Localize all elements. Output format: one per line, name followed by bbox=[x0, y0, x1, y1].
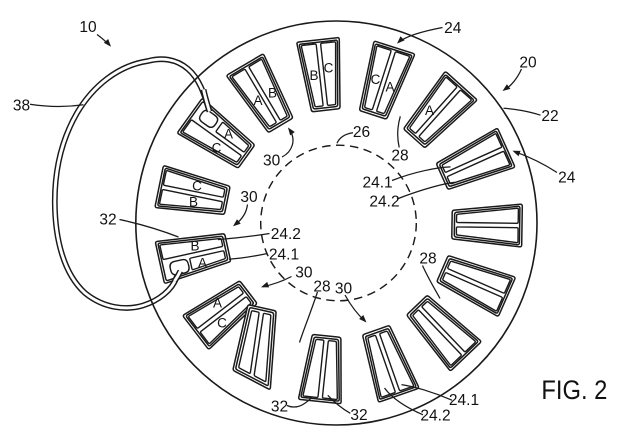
svg-text:38: 38 bbox=[13, 98, 30, 115]
svg-text:32: 32 bbox=[350, 407, 367, 424]
svg-text:C: C bbox=[192, 179, 202, 194]
svg-text:30: 30 bbox=[263, 153, 281, 170]
svg-text:20: 20 bbox=[519, 54, 537, 71]
svg-text:24.2: 24.2 bbox=[420, 407, 450, 424]
svg-text:C: C bbox=[371, 72, 381, 87]
svg-text:A: A bbox=[253, 93, 262, 108]
svg-text:C: C bbox=[212, 141, 222, 156]
svg-text:A: A bbox=[425, 103, 434, 118]
svg-text:B: B bbox=[268, 86, 277, 101]
svg-text:24.1: 24.1 bbox=[363, 175, 393, 192]
svg-text:32: 32 bbox=[271, 399, 288, 416]
svg-text:B: B bbox=[309, 68, 318, 83]
svg-text:10: 10 bbox=[79, 19, 97, 36]
svg-text:A: A bbox=[213, 296, 222, 311]
svg-text:32: 32 bbox=[99, 212, 116, 229]
svg-text:A: A bbox=[385, 80, 394, 95]
svg-text:28: 28 bbox=[391, 148, 408, 165]
svg-text:B: B bbox=[189, 195, 198, 210]
svg-text:C: C bbox=[324, 61, 334, 76]
svg-text:24.2: 24.2 bbox=[369, 194, 399, 211]
svg-text:22: 22 bbox=[541, 108, 558, 125]
svg-text:24.1: 24.1 bbox=[269, 247, 299, 264]
svg-text:28: 28 bbox=[419, 251, 436, 268]
svg-text:28: 28 bbox=[313, 278, 330, 295]
svg-text:B: B bbox=[190, 239, 199, 254]
svg-text:30: 30 bbox=[335, 280, 353, 297]
svg-text:24: 24 bbox=[444, 20, 462, 37]
svg-text:24.1: 24.1 bbox=[449, 392, 479, 409]
svg-text:26: 26 bbox=[353, 124, 370, 141]
svg-text:24.2: 24.2 bbox=[271, 226, 301, 243]
svg-text:24: 24 bbox=[558, 170, 576, 187]
svg-text:30: 30 bbox=[240, 189, 258, 206]
svg-text:A: A bbox=[224, 127, 233, 142]
svg-text:FIG. 2: FIG. 2 bbox=[541, 376, 607, 406]
svg-text:C: C bbox=[217, 315, 227, 330]
svg-text:30: 30 bbox=[295, 265, 313, 282]
svg-text:A: A bbox=[198, 256, 207, 271]
